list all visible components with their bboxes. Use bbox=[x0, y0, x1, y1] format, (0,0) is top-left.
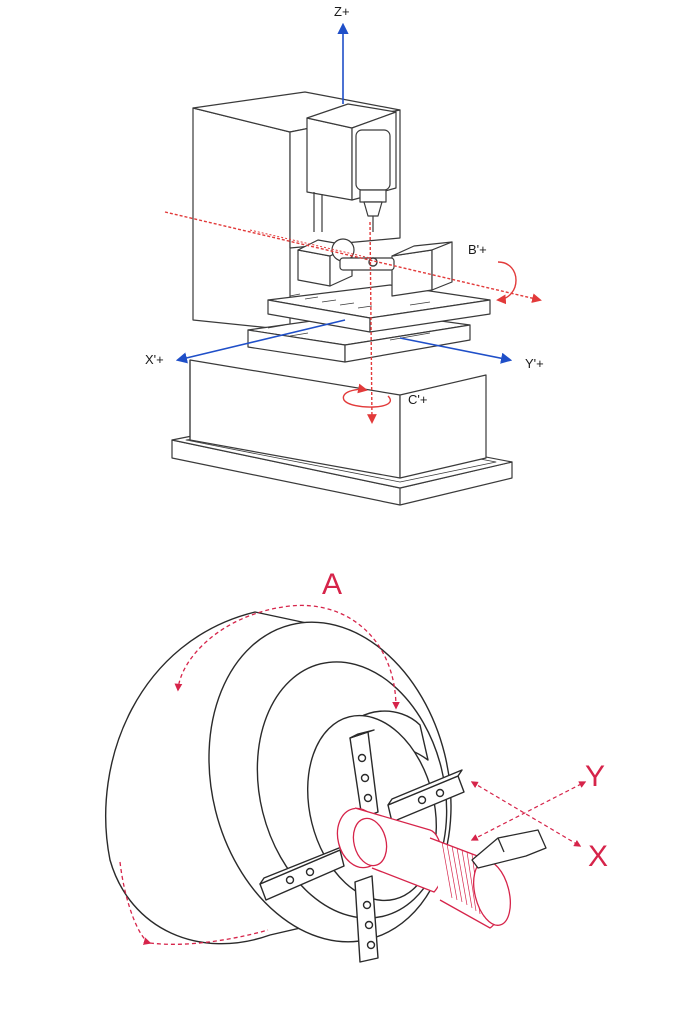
y-axis-label-lathe: Y bbox=[585, 760, 605, 793]
x-axis-arrow bbox=[175, 319, 346, 364]
b-rotation-arrow bbox=[496, 261, 517, 305]
c-axis-label: C'+ bbox=[408, 392, 427, 407]
jaw-bottom bbox=[354, 875, 379, 963]
chuck-jaws bbox=[259, 729, 465, 963]
a-rotation-arrow bbox=[174, 604, 400, 710]
c-rotation-arrow bbox=[342, 383, 392, 408]
x-axis-label-lathe: X bbox=[588, 840, 608, 873]
work-table bbox=[267, 284, 491, 333]
a-axis-label: A bbox=[322, 568, 342, 601]
y-axis-label: Y'+ bbox=[525, 356, 544, 371]
lathe-chuck bbox=[105, 611, 465, 963]
y-axis-arrow bbox=[399, 337, 513, 364]
a-rotation-arrow-lower bbox=[119, 861, 152, 945]
lathe-axes: A Y X bbox=[119, 568, 608, 945]
x-axis-label: X'+ bbox=[145, 352, 164, 367]
b-axis-label: B'+ bbox=[468, 242, 487, 257]
machine-body bbox=[189, 359, 487, 479]
mill-axes: Z+ X'+ Y'+ B'+ C'+ bbox=[145, 4, 544, 424]
z-axis-label: Z+ bbox=[334, 4, 350, 19]
rotary-fixture bbox=[297, 238, 453, 297]
cutting-tool bbox=[471, 829, 547, 869]
spindle-head bbox=[306, 103, 397, 232]
milling-machine bbox=[171, 91, 513, 506]
b-axis-line bbox=[164, 211, 542, 303]
c-axis-line bbox=[367, 221, 377, 424]
